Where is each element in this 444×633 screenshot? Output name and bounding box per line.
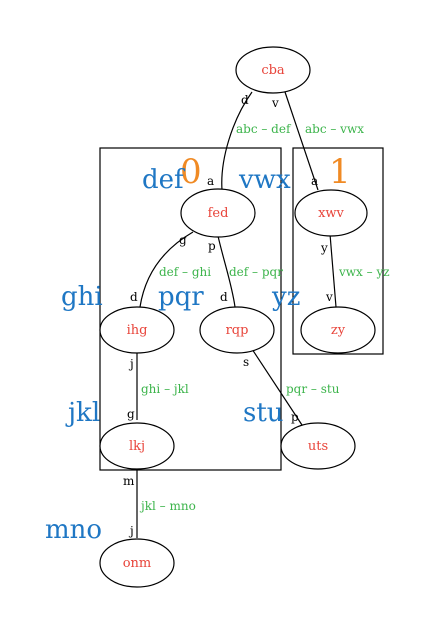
edge-label-ihg-lkj: ghi – jkl [141,382,189,396]
edge-fed-ihg [139,231,194,308]
node-rqp[interactable]: rqp [199,306,275,354]
side-label-stu: stu [243,398,284,428]
edge-label-fed-rqp: def – pqr [229,265,283,279]
edge-label-rqp-uts: pqr – stu [286,382,340,396]
edge-label-cba-xwv: abc – vwx [305,122,364,136]
edge-rqp-uts [251,348,303,426]
port-fed-a: a [207,174,214,188]
side-label-vwx: vwx [238,165,291,195]
side-label-mno: mno [45,515,102,545]
port-xwv-a: a [311,174,318,188]
port-ihg-d: d [130,290,138,304]
port-rqp-d: d [220,290,228,304]
node-label-ihg: ihg [127,323,148,338]
port-zy-v: v [325,290,333,304]
node-ihg[interactable]: ihg [99,306,175,354]
port-cba-v: v [271,96,279,110]
node-onm[interactable]: onm [99,538,175,588]
node-label-zy: zy [331,323,346,338]
node-label-rqp: rqp [226,323,249,338]
port-onm-j: j [128,524,134,538]
cluster-box-1 [292,147,384,355]
port-fed-g: g [179,233,187,247]
side-label-ghi: ghi [61,282,103,312]
node-label-lkj: lkj [129,439,145,454]
node-zy[interactable]: zy [300,306,376,354]
cluster-box-0 [99,147,282,471]
port-ihg-j: j [128,357,134,371]
node-fed[interactable]: fed [180,188,256,238]
port-fed-p: p [208,239,216,253]
cluster-id-0: 0 [180,152,202,192]
port-lkj-g: g [127,407,135,421]
edge-fed-rqp [217,235,236,308]
port-rqp-s: s [243,355,249,369]
node-xwv[interactable]: xwv [294,189,368,237]
side-label-pqr: pqr [158,282,204,312]
edge-label-fed-ihg: def – ghi [159,265,211,279]
node-label-xwv: xwv [318,206,344,221]
port-cba-d: d [241,93,249,107]
edge-label-lkj-onm: jkl – mno [139,499,196,513]
edge-cba-fed [221,91,253,191]
node-label-cba: cba [261,63,285,78]
node-label-uts: uts [308,439,328,454]
edge-cba-xwv [284,91,319,191]
edge-label-cba-fed: abc – def [236,122,292,136]
edge-label-xwv-zy: vwx – yz [338,265,390,279]
side-label-yz: yz [271,282,300,312]
port-lkj-m: m [123,474,135,488]
node-label-fed: fed [208,206,229,221]
node-cba[interactable]: cba [235,46,311,94]
edge-xwv-zy [329,233,337,308]
cluster-id-1: 1 [329,152,351,192]
node-uts[interactable]: uts [280,422,356,470]
port-xwv-y: y [320,241,328,255]
side-label-jkl: jkl [65,398,100,428]
side-label-def: def [142,165,186,195]
port-uts-p: p [291,410,299,424]
node-lkj[interactable]: lkj [99,422,175,470]
node-label-onm: onm [123,556,152,571]
